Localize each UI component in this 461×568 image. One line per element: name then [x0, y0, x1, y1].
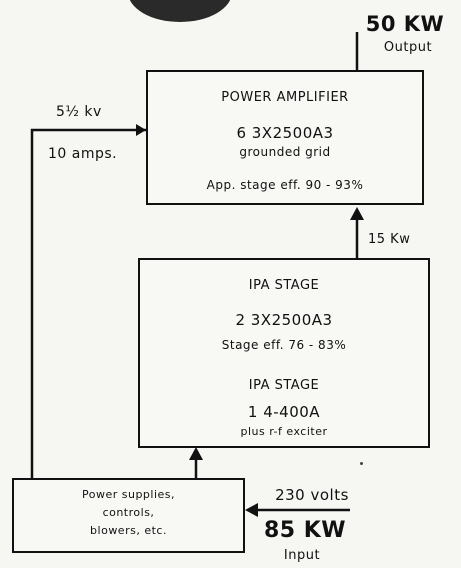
ipa-lower-extra: plus r-f exciter [240, 425, 328, 438]
input-label: Input [283, 548, 321, 563]
supply-arrowhead [136, 124, 146, 136]
power-amplifier-efficiency: App. stage eff. 90 - 93% [206, 178, 364, 192]
power-amplifier-box [146, 70, 424, 205]
supply-kv-label: 5½ kv [56, 104, 102, 120]
output-value: 50 KW [365, 12, 445, 36]
power-supply-line1: Power supplies, [81, 488, 176, 501]
output-label: Output [383, 40, 433, 55]
power-amplifier-config: grounded grid [239, 145, 331, 159]
drive-arrowhead [350, 207, 364, 220]
speck [360, 462, 363, 465]
supply-amps-label: 10 amps. [48, 146, 118, 162]
ipa-upper-tubes: 2 3X2500A3 [235, 311, 333, 329]
input-voltage: 230 volts [275, 486, 349, 504]
power-supply-line3: blowers, etc. [90, 524, 167, 537]
input-value: 85 KW [263, 518, 347, 543]
ipa-upper-title: IPA STAGE [248, 278, 320, 293]
ipa-lower-tubes: 1 4-400A [247, 403, 321, 421]
tube-photo-fragment [129, 0, 231, 22]
power-amplifier-tubes: 6 3X2500A3 [236, 124, 334, 142]
power-supply-line2: controls, [102, 506, 155, 519]
power-supply-box [12, 478, 245, 553]
ipa-lower-title: IPA STAGE [248, 378, 320, 393]
ipa-stage-box [138, 258, 430, 448]
ipa-feed-arrowhead [189, 447, 203, 460]
supply-line [30, 128, 146, 478]
power-amplifier-title: POWER AMPLIFIER [221, 90, 349, 105]
drive-power-label: 15 Kw [368, 232, 411, 247]
input-arrowhead [245, 503, 258, 517]
ipa-upper-efficiency: Stage eff. 76 - 83% [221, 338, 347, 352]
